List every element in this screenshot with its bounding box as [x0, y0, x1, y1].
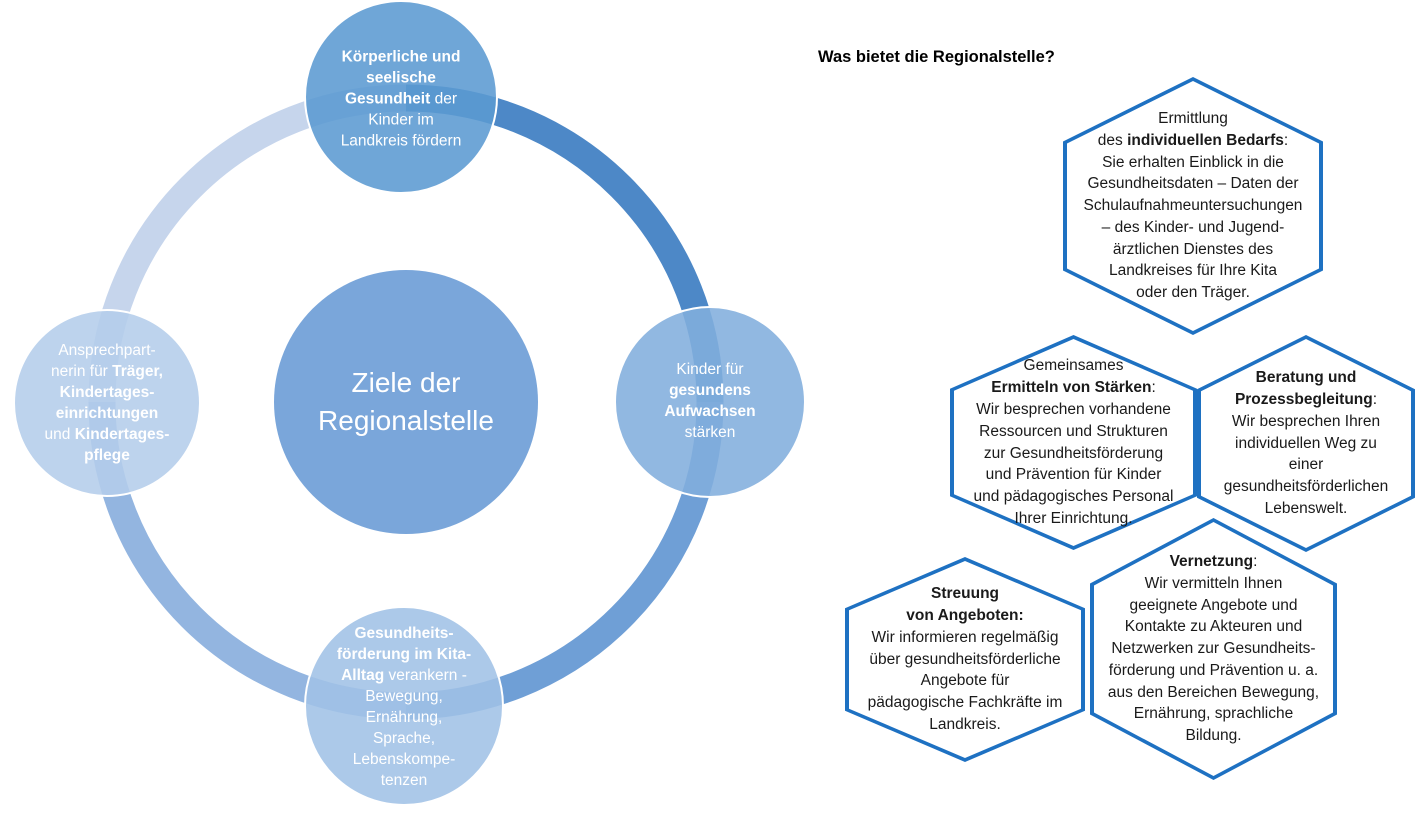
goal-circle-right: [614, 306, 806, 498]
goal-circle-left: [13, 309, 201, 497]
center-circle: [274, 270, 538, 534]
goal-bottom-label: Gesundheits-förderung im Kita-Alltag ver…: [336, 625, 472, 789]
goal-left-label: Ansprechpart-nerin für Träger,Kindertage…: [44, 342, 170, 464]
hexagon-fill: [1094, 522, 1333, 776]
goal-circle-top: [304, 0, 498, 194]
offer-panel-heading: Was bietet die Regionalstelle?: [818, 48, 1055, 66]
goal-circle-bottom: [304, 606, 504, 806]
cycle-ring-graphic: [13, 0, 806, 806]
